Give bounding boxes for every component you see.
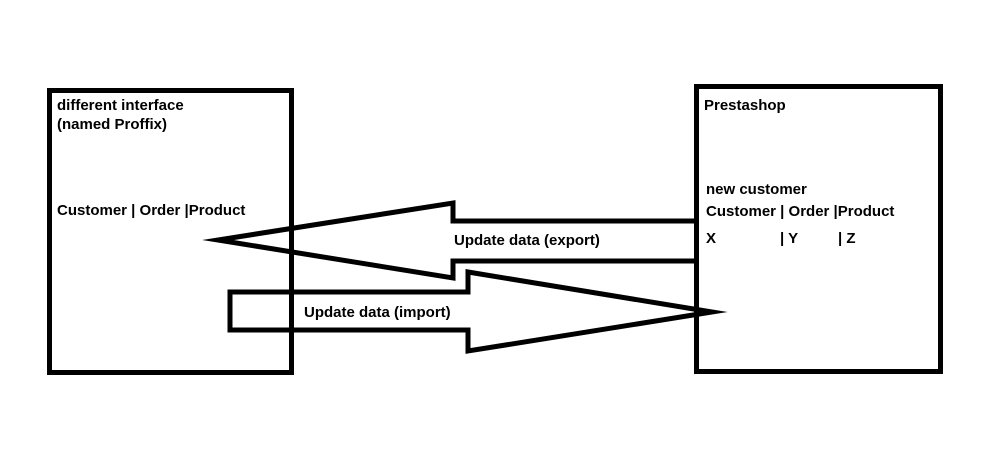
proffix-box-title: different interface (named Proffix) — [57, 96, 184, 134]
import-arrow — [227, 269, 728, 354]
import-arrow-label: Update data (import) — [304, 304, 451, 321]
proffix-title-line1: different interface — [57, 97, 184, 114]
prestashop-columns-label: Customer | Order |Product — [706, 203, 895, 220]
customer-value-cell: X — [706, 230, 717, 247]
product-value-cell: | Z — [838, 230, 856, 247]
prestashop-box-title: Prestashop — [704, 97, 786, 114]
order-value-cell: | Y — [780, 230, 799, 247]
export-arrow-label: Update data (export) — [454, 232, 600, 249]
proffix-title-line2: (named Proffix) — [57, 116, 168, 133]
proffix-columns-label: Customer | Order |Product — [57, 202, 246, 219]
prestashop-box — [694, 84, 943, 374]
new-customer-label: new customer — [706, 181, 807, 198]
